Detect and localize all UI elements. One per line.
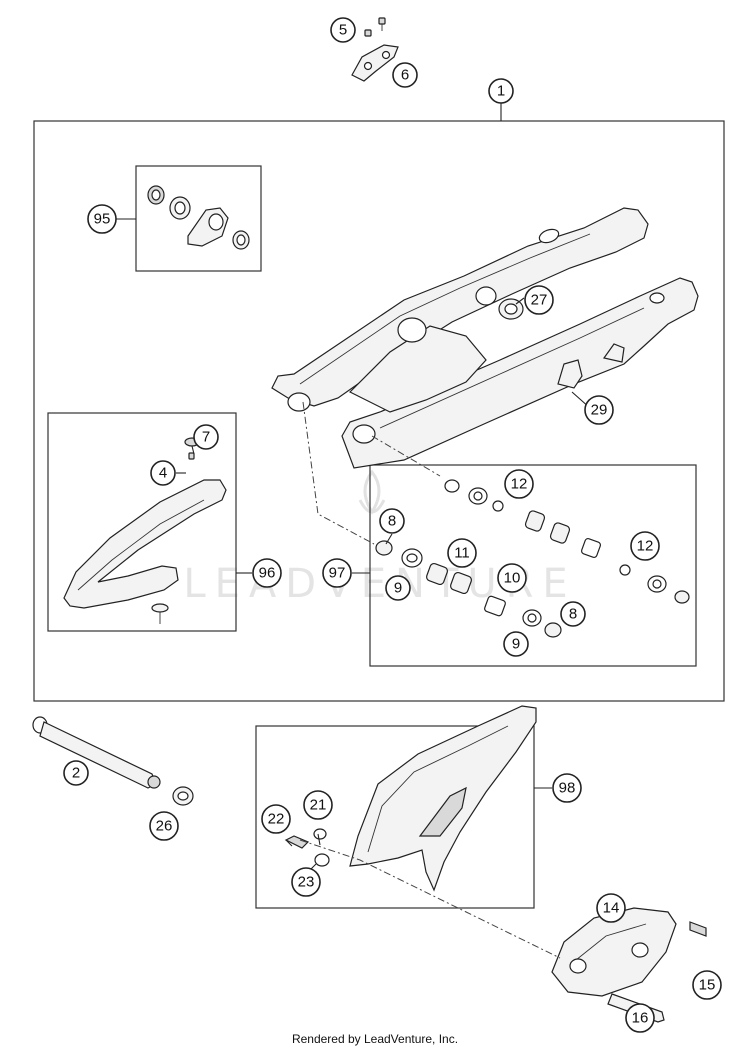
- callout-label: 7: [202, 429, 210, 446]
- callout-label: 4: [159, 465, 167, 482]
- callout-14: 14: [596, 893, 626, 923]
- swingarm-part: [271, 207, 699, 469]
- callout-label: 96: [259, 565, 276, 582]
- swingarm-axle-part: [32, 716, 161, 789]
- chain-slider-kit-box: [47, 412, 237, 632]
- chain-guard-kit-box: [255, 725, 535, 909]
- bearing-kit-box: [135, 165, 262, 272]
- callout-label: 5: [339, 22, 347, 39]
- callout-label: 16: [632, 1010, 649, 1027]
- chain-guide-part: [551, 907, 707, 1023]
- callout-23: 23: [291, 867, 321, 897]
- callout-29: 29: [584, 395, 614, 425]
- callout-8-left: 8: [379, 508, 405, 534]
- callout-label: 97: [329, 565, 346, 582]
- swingarm-assembly-box: [33, 120, 725, 702]
- callout-label: 10: [504, 570, 521, 587]
- chain-slider-part: [63, 437, 227, 624]
- callout-label: 95: [94, 211, 111, 228]
- callout-98: 98: [552, 773, 582, 803]
- callout-7: 7: [193, 424, 219, 450]
- chain-guard-part: [284, 705, 537, 892]
- callout-21: 21: [303, 790, 333, 820]
- callout-label: 27: [531, 292, 548, 309]
- callout-97: 97: [322, 558, 352, 588]
- callout-label: 23: [298, 874, 315, 891]
- callout-label: 1: [497, 83, 505, 100]
- callout-9-right: 9: [503, 631, 529, 657]
- callout-label: 9: [394, 580, 402, 597]
- callout-label: 22: [268, 811, 285, 828]
- callout-4: 4: [150, 460, 176, 486]
- axle-nut-part: [172, 786, 194, 806]
- callout-1: 1: [488, 78, 514, 104]
- callout-label: 21: [310, 797, 327, 814]
- callout-11: 11: [447, 538, 477, 568]
- callout-6: 6: [392, 62, 418, 88]
- clamp-part-6: [351, 44, 399, 82]
- callout-10: 10: [497, 563, 527, 593]
- callout-8-right: 8: [560, 601, 586, 627]
- callout-26: 26: [149, 811, 179, 841]
- callout-label: 9: [512, 636, 520, 653]
- render-credit: Rendered by LeadVenture, Inc.: [292, 1032, 458, 1046]
- center-lines: [299, 401, 561, 959]
- callout-label: 6: [401, 67, 409, 84]
- callout-label: 12: [511, 476, 528, 493]
- callout-27: 27: [524, 285, 554, 315]
- callout-5: 5: [330, 17, 356, 43]
- callout-label: 14: [603, 900, 620, 917]
- callout-label: 12: [637, 538, 654, 555]
- screw-part-5: [364, 17, 386, 37]
- callout-9-left: 9: [385, 575, 411, 601]
- callout-label: 2: [72, 765, 80, 782]
- callout-label: 8: [569, 606, 577, 623]
- callout-2: 2: [63, 760, 89, 786]
- callout-15: 15: [692, 970, 722, 1000]
- swingarm-bearing-kit-box: [369, 464, 697, 667]
- bearing-kit-parts-97: [375, 479, 690, 638]
- callout-95: 95: [87, 204, 117, 234]
- bushing-part-27: [498, 298, 524, 320]
- callout-12-right: 12: [630, 531, 660, 561]
- bearing-kit-parts-95: [147, 185, 250, 250]
- callout-16: 16: [625, 1003, 655, 1033]
- callout-22: 22: [261, 804, 291, 834]
- callout-label: 8: [388, 513, 396, 530]
- callout-label: 15: [699, 977, 716, 994]
- callout-96: 96: [252, 558, 282, 588]
- callout-12-upper: 12: [504, 469, 534, 499]
- callout-label: 26: [156, 818, 173, 835]
- callout-label: 98: [559, 780, 576, 797]
- callout-label: 29: [591, 402, 608, 419]
- callout-label: 11: [454, 545, 470, 562]
